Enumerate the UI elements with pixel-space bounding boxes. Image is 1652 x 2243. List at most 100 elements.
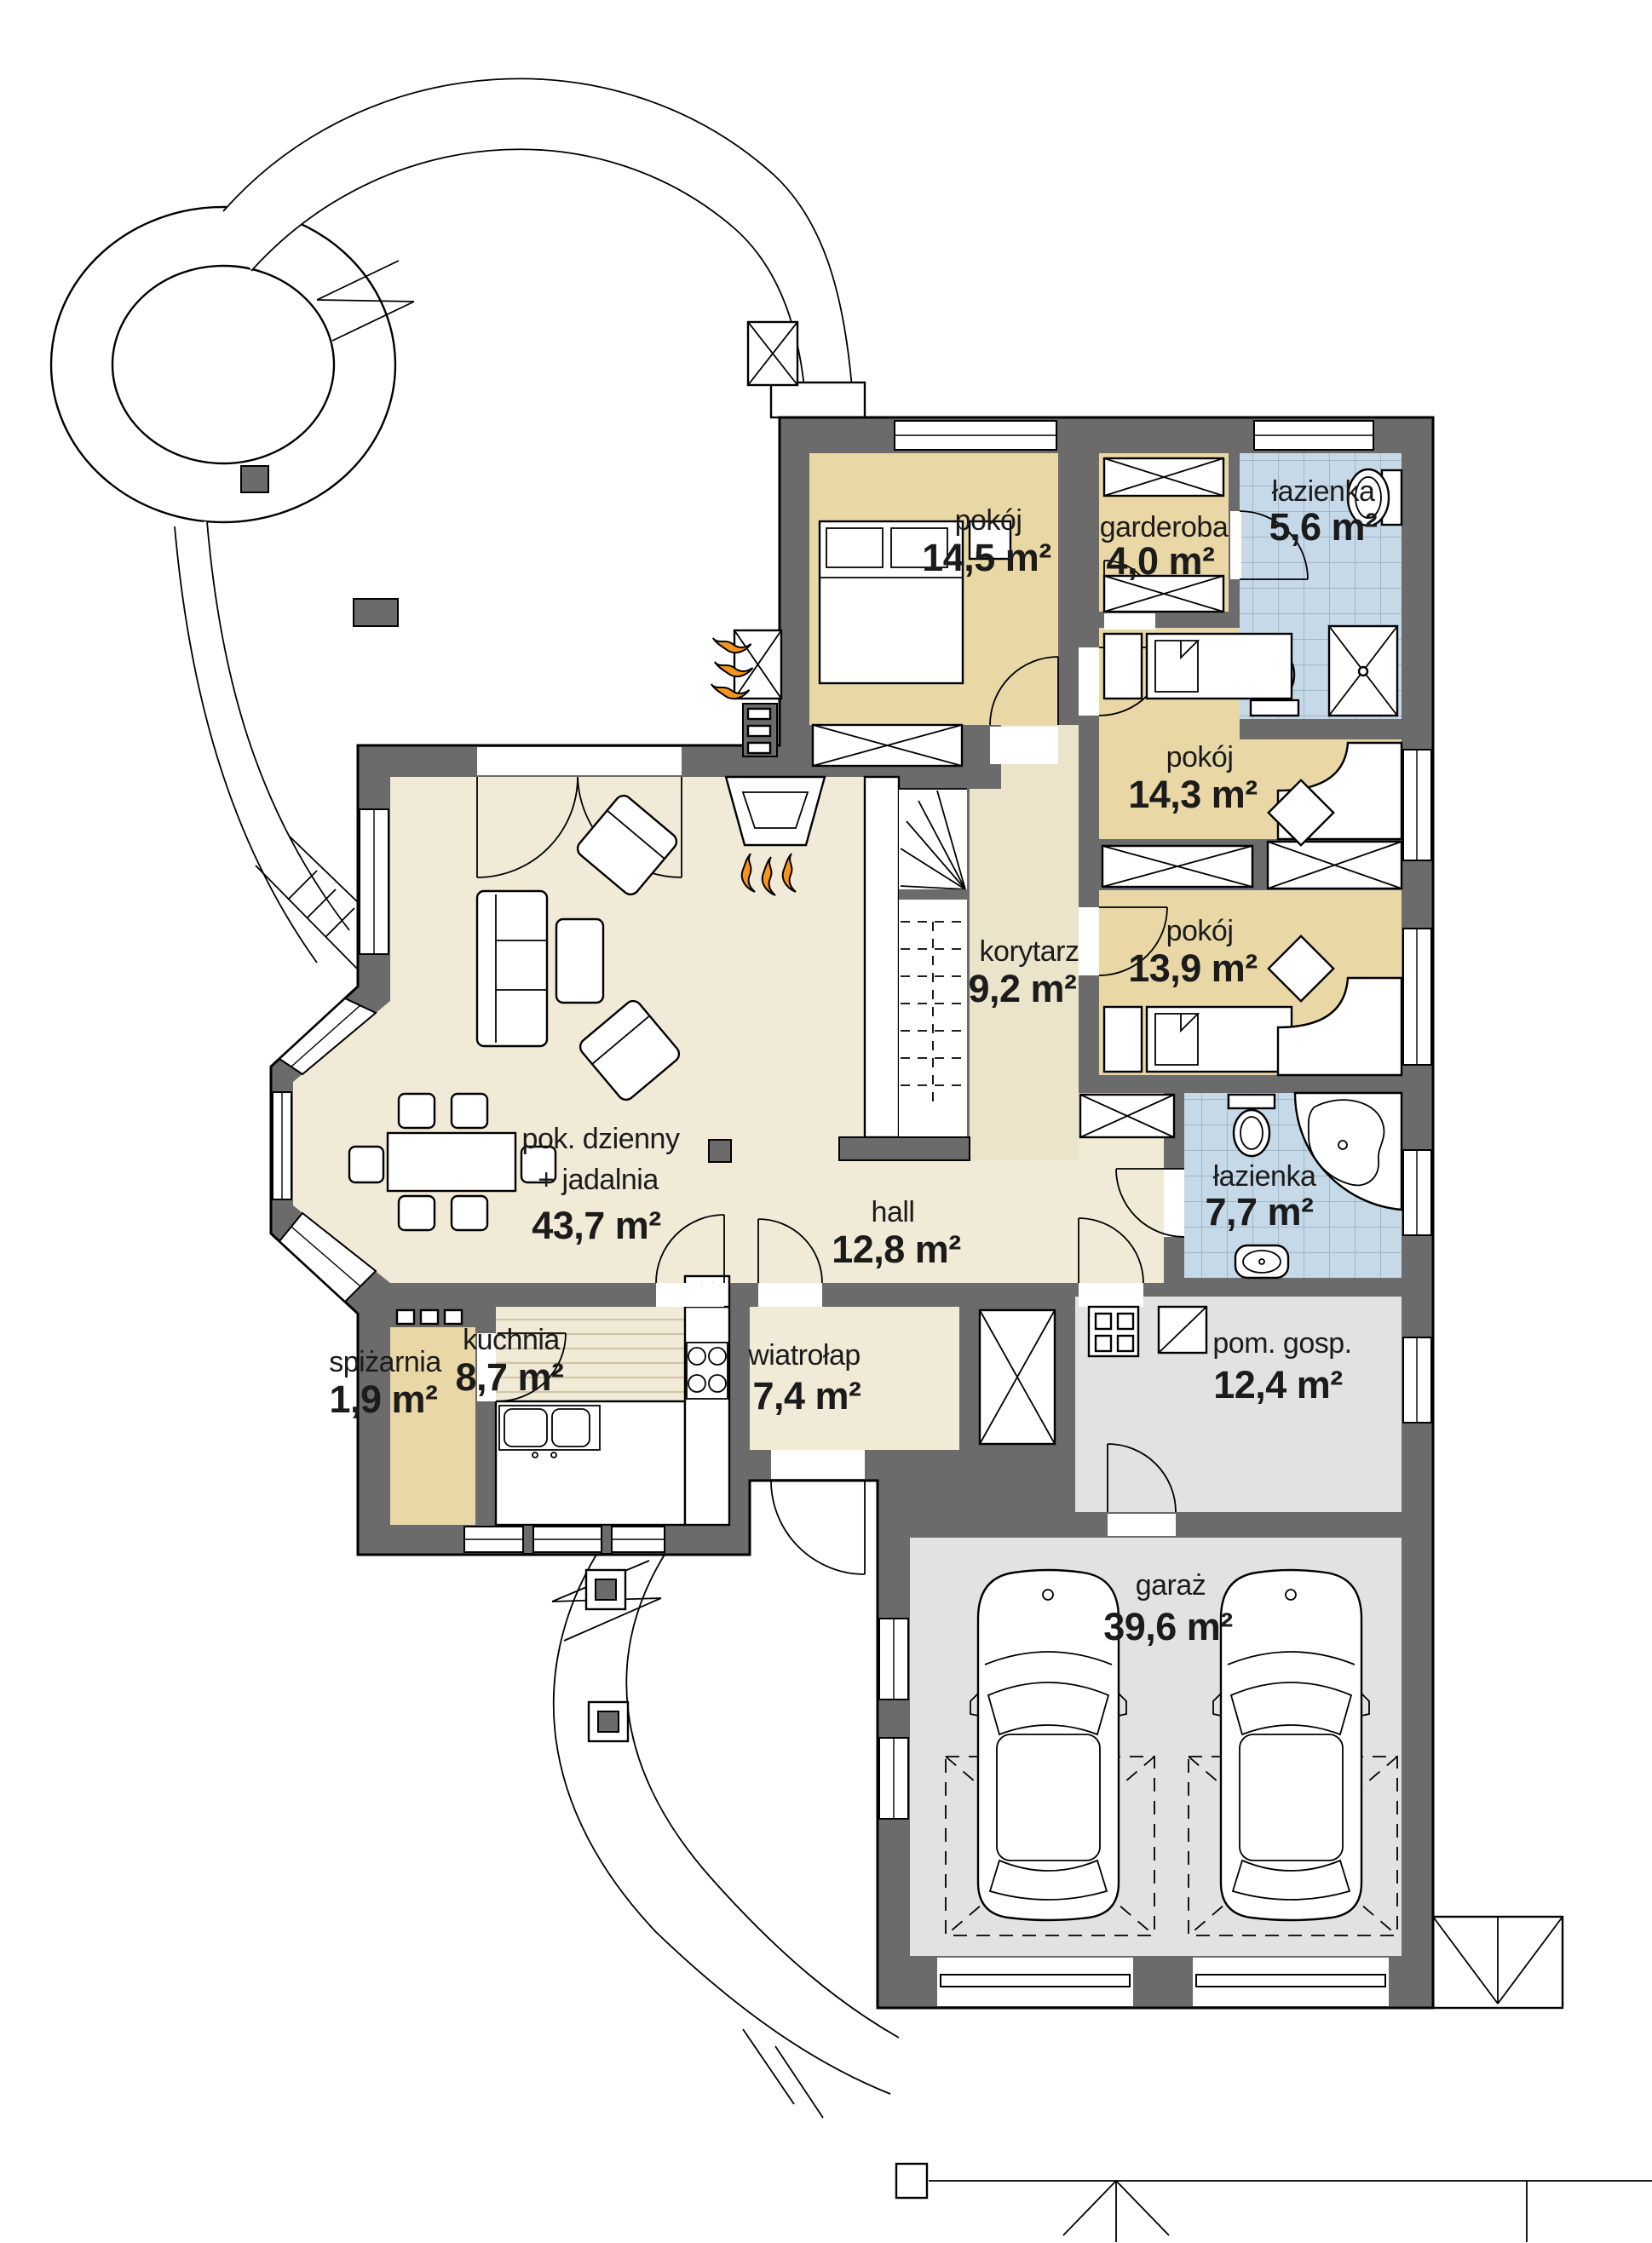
site-elements: [49, 78, 1652, 2242]
area-pokoj-13-9: 13,9 m²: [1128, 946, 1258, 990]
label-pom-gosp: pom. gosp.: [1212, 1327, 1351, 1360]
fence-line: [895, 2162, 1652, 2242]
pokoj-14-3-furniture: [1102, 632, 1403, 847]
terrace-double-door: [476, 747, 682, 878]
area-hall: 12,8 m²: [832, 1228, 961, 1271]
single-bed: [1145, 1005, 1293, 1073]
door-pokoj-14-5: [989, 656, 1059, 764]
window-pokoj-14-5: [894, 420, 1057, 451]
staircase: [838, 775, 970, 1161]
windows: [272, 420, 1432, 1820]
pokoj-14-5-furniture: [818, 520, 1012, 685]
walkway-band: [553, 1555, 899, 2094]
wardrobes: [811, 457, 1403, 1446]
window-pokoj-13-9: [1402, 928, 1432, 1066]
double-bed: [818, 520, 964, 685]
label-spizarnia: spiżarnia: [329, 1346, 441, 1378]
label-pokoj-13-9: pokój: [1166, 915, 1234, 947]
driveway-band: [223, 78, 852, 388]
floor-korytarz: [970, 725, 1079, 1160]
area-wiatrolap: 7,4 m²: [752, 1374, 861, 1418]
dining-table: [386, 1131, 517, 1193]
desk-chair: [1267, 779, 1335, 847]
washbasin-icon: [1234, 1244, 1290, 1280]
label-pok-dzienny-2: + jadalnia: [538, 1164, 659, 1196]
label-wiatrolap: wiatrołap: [747, 1339, 861, 1372]
dining-chair: [450, 1194, 489, 1232]
driveway-steps-hatch: [316, 260, 415, 342]
area-pokoj-14-5: 14,5 m²: [922, 536, 1051, 579]
boiler-icon: [1087, 1305, 1140, 1358]
area-pom-gosp: 12,4 m²: [1213, 1363, 1343, 1406]
water-tank-icon: [1157, 1305, 1208, 1354]
car-2: [1212, 1568, 1371, 1922]
door-pom-gosp-garaz: [1107, 1443, 1177, 1536]
room-labels: pokój 14,5 m² garderoba 4,0 m² łazienka …: [329, 475, 1378, 1648]
corner-desk: [1276, 976, 1403, 1077]
door-kuchnia: [655, 1214, 725, 1307]
site-pillar-2: [353, 598, 399, 627]
bay-window-left: [272, 1091, 292, 1200]
pokoj-13-9-furniture: [1102, 935, 1403, 1077]
kitchen-tall-unit: [683, 1305, 731, 1527]
label-garaz: garaż: [1136, 1569, 1206, 1602]
dining-chair: [450, 1092, 489, 1130]
sofa: [475, 889, 549, 1048]
stairs-dashed: [901, 921, 965, 1107]
wardrobe-band-right: [1266, 840, 1403, 890]
wardrobe-garderoba-bottom: [1102, 574, 1225, 613]
window-pokoj-14-3: [1402, 749, 1432, 861]
label-kuchnia: kuchnia: [463, 1324, 560, 1356]
fence-gate-arrow: [1062, 2180, 1170, 2242]
area-pokoj-14-3: 14,3 m²: [1128, 773, 1258, 816]
living-furniture: [348, 794, 732, 1232]
kitchen-floor-stripes: [496, 1307, 685, 1401]
toilet-icon: [1227, 1093, 1276, 1158]
stair-landing-wall: [899, 889, 967, 900]
area-spizarnia: 1,9 m²: [329, 1377, 438, 1421]
nightstand: [1102, 1005, 1143, 1073]
lazienka-7-7-fixtures: [1227, 1091, 1403, 1280]
dining-set: [348, 1092, 557, 1232]
wardrobe-pokoj-14-5: [811, 723, 964, 768]
label-korytarz: korytarz: [980, 935, 1079, 968]
wardrobe-band-left: [1101, 844, 1254, 889]
label-pokoj-14-3: pokój: [1166, 741, 1234, 774]
window-kitchen-bottom: [463, 1524, 665, 1555]
kitchen-sink-basin-2: [551, 1408, 590, 1447]
floor-wiatrolap: [750, 1307, 959, 1450]
site-pillar-1: [240, 465, 269, 493]
pantry-niche: [395, 1308, 463, 1326]
corner-bathtub-icon: [1293, 1091, 1403, 1211]
area-garderoba: 4,0 m²: [1106, 539, 1215, 583]
garage-door-1: [937, 1958, 1133, 2006]
area-korytarz: 9,2 m²: [968, 967, 1077, 1010]
window-lazienka-7-7: [1402, 1149, 1432, 1236]
stair-bottom-wall: [838, 1136, 970, 1161]
window-lazienka-5-6: [1253, 420, 1374, 451]
area-lazienka-7-7: 7,7 m²: [1205, 1190, 1314, 1234]
door-lazienka-5-6: [1230, 510, 1309, 580]
desk-chair: [1267, 935, 1335, 1003]
window-garage-left-1: [878, 1618, 909, 1700]
label-pok-dzienny: pok. dzienny: [522, 1123, 680, 1155]
armchair-1: [576, 794, 678, 896]
window-pom-gosp: [1402, 1337, 1432, 1423]
structural-column: [708, 1139, 732, 1163]
entrance-door: [770, 1450, 866, 1575]
terrace-curve-band: [175, 521, 349, 963]
shower-icon: [1327, 624, 1399, 717]
door-wiatrolap-hall: [757, 1218, 823, 1307]
dining-chair: [397, 1092, 436, 1130]
coffee-table: [555, 917, 605, 1004]
driveway-ring-inner: [111, 264, 336, 465]
nightstand: [1102, 632, 1143, 700]
fireplace: [724, 775, 826, 896]
window-garage-left-2: [878, 1737, 909, 1820]
dining-chair: [520, 1145, 557, 1184]
label-hall: hall: [872, 1196, 915, 1228]
area-lazienka-5-6: 5,6 m²: [1269, 505, 1378, 549]
floor-hall: [865, 1093, 1164, 1283]
garage-door-2: [1193, 1958, 1389, 2006]
